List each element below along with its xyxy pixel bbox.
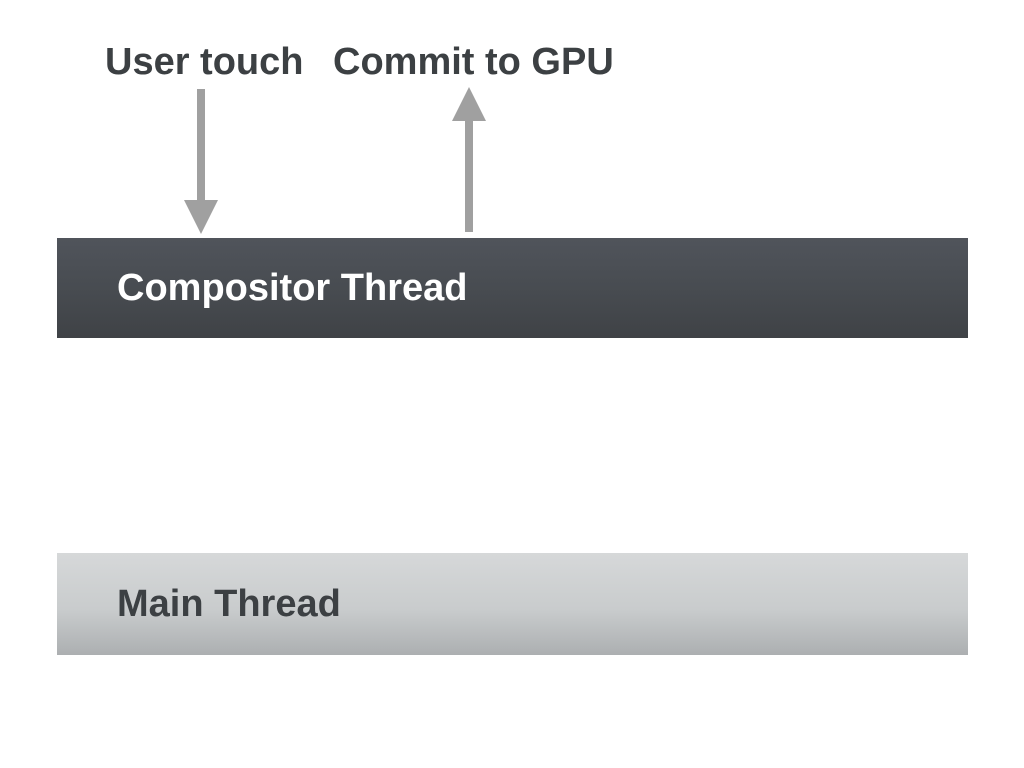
compositor-thread-bar: Compositor Thread bbox=[57, 238, 968, 338]
compositor-thread-label: Compositor Thread bbox=[117, 266, 468, 309]
commit-to-gpu-label: Commit to GPU bbox=[333, 41, 614, 83]
arrow-down-icon bbox=[183, 89, 219, 234]
user-touch-label: User touch bbox=[105, 41, 304, 83]
main-thread-label: Main Thread bbox=[117, 582, 341, 625]
arrow-up-icon bbox=[451, 87, 487, 232]
main-thread-bar: Main Thread bbox=[57, 553, 968, 655]
